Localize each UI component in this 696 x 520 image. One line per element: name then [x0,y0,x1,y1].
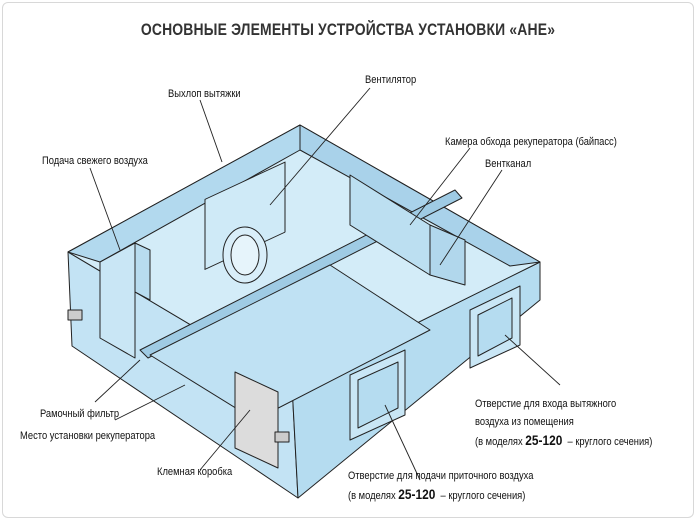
label-terminal-box: Клемная коробка [157,466,233,478]
models-suffix: – круглого сечения) [440,490,526,502]
label-recuperator-place: Место установки рекуператора [20,430,156,442]
recuperator-chamber [149,264,431,421]
label-exhaust-outlet: Выхлоп вытяжки [168,88,241,100]
models-prefix: (в моделях [475,436,523,448]
back-right-wall [299,124,541,267]
label-exhaust-inlet-line2: воздуха из помещения [475,416,574,428]
label-supply-outlet-line1: Отверстие для подачи приточного воздуха [348,470,534,482]
diagram-title: ОСНОВНЫЕ ЭЛЕМЕНТЫ УСТРОЙСТВА УСТАНОВКИ «… [140,20,556,39]
models-suffix: – круглого сечения) [567,436,653,448]
mount-bracket [274,431,290,443]
label-exhaust-inlet-line3: (в моделях 25-120 – круглого сечения) [475,432,652,448]
fresh-air-compartment [99,242,136,359]
label-fresh-air: Подача свежего воздуха [42,155,148,167]
models-prefix: (в моделях [348,490,396,502]
models-range: 25-120 [398,486,436,502]
models-range: 25-120 [525,432,563,448]
label-bypass: Камера обхода рекуператора (байпасс) [445,136,617,148]
label-filter: Рамочный фильтр [40,408,120,420]
label-duct: Вентканал [485,158,532,170]
label-fan: Вентилятор [365,74,417,86]
label-exhaust-inlet-line1: Отверстие для входа вытяжного [475,398,617,410]
label-supply-outlet-line2: (в моделях 25-120 – круглого сечения) [348,486,525,502]
terminal-box [234,371,279,469]
mount-bracket [67,309,83,321]
